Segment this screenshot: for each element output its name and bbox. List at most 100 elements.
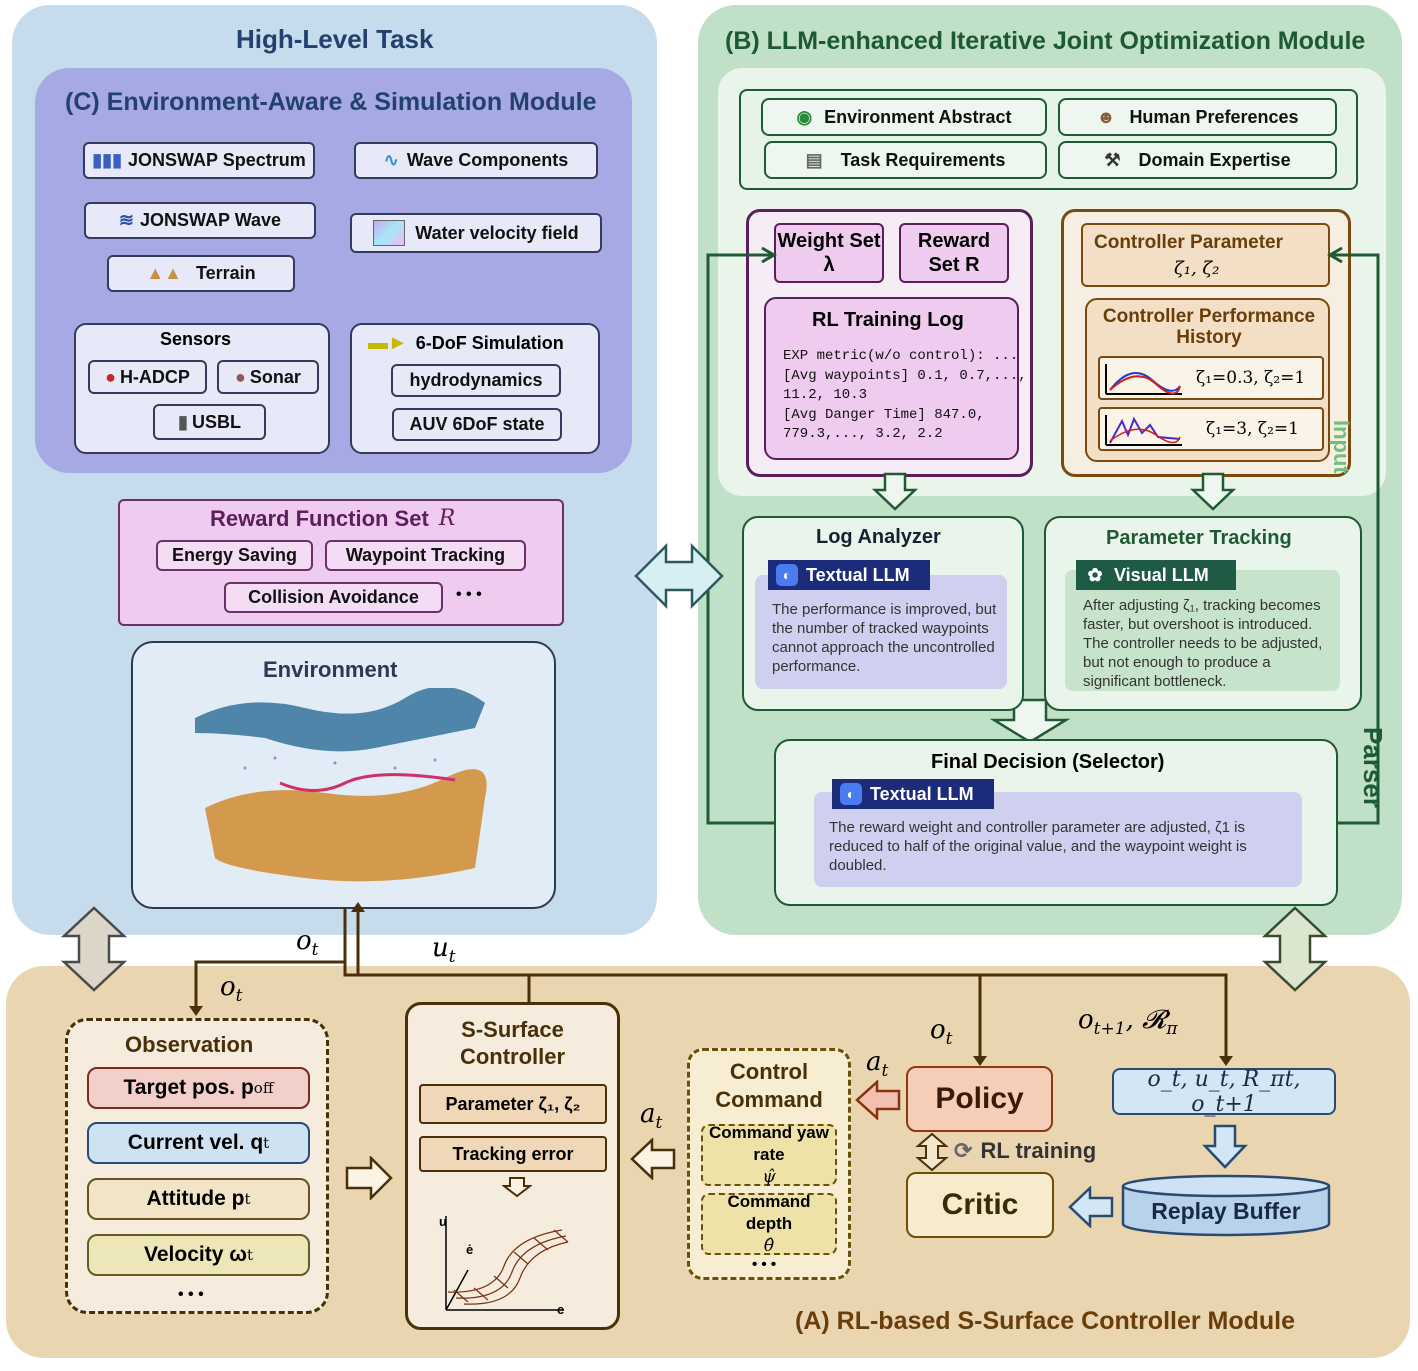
auv-icon: ▬►	[368, 332, 408, 354]
spectrum-icon: ▮▮▮	[92, 150, 122, 170]
reward-more: • • •	[456, 586, 482, 603]
rl-training-label: ⟳RL training	[954, 1138, 1097, 1163]
parameter-tracking-text: After adjusting ζ₁, tracking becomes fas…	[1065, 570, 1340, 691]
module-b-title: (B) LLM-enhanced Iterative Joint Optimiz…	[725, 27, 1366, 55]
history-plot-label: ζ₁=0.3, ζ₂=1	[1196, 368, 1306, 388]
globe-icon: ◉	[796, 106, 813, 127]
s-surface-parameter-box: Parameter ζ₁, ζ₂	[419, 1084, 607, 1124]
environment-abstract-box: ◉Environment Abstract	[761, 98, 1047, 136]
double-arrow-icon	[634, 542, 724, 610]
history-chart	[1105, 364, 1182, 395]
final-decision-title: Final Decision (Selector)	[931, 751, 1165, 773]
axis-e-label: e	[557, 1302, 565, 1317]
performance-history-title: Controller Performance History	[1102, 306, 1316, 348]
double-arrow-icon	[1262, 906, 1328, 992]
tracking-error-box: Tracking error	[419, 1136, 607, 1172]
history-chart	[1105, 415, 1182, 446]
history-plot: ζ₁=3, ζ₂=1	[1098, 407, 1324, 451]
openai-logo-icon: ✿	[1087, 564, 1103, 585]
right-arrow-icon	[345, 1156, 393, 1200]
wave-components-box: ∿Wave Components	[354, 142, 598, 179]
reward-set-box: Reward Set R	[899, 223, 1009, 283]
jonswap-spectrum-box: ▮▮▮JONSWAP Spectrum	[83, 142, 315, 179]
signal-u-label: ut	[432, 933, 456, 968]
hydrodynamics-box: hydrodynamics	[391, 364, 561, 397]
wave-surface-icon: ≋	[118, 210, 135, 230]
axis-u-label: u	[439, 1214, 447, 1229]
jonswap-wave-box: ≋JONSWAP Wave	[84, 202, 316, 239]
down-arrow-icon	[1190, 472, 1236, 511]
rl-log-lines: EXP metric(w/o control): ...[Avg waypoin…	[783, 348, 1027, 442]
log-analyzer-title: Log Analyzer	[816, 526, 941, 548]
document-icon: ▤	[805, 149, 823, 170]
left-arrow-icon	[1068, 1186, 1114, 1228]
down-arrow-icon	[872, 472, 918, 511]
weight-set-box: Weight Set λ	[774, 223, 884, 283]
reward-item: Collision Avoidance	[224, 582, 443, 613]
terrain-icon: ▲▲	[146, 263, 182, 283]
signal-o-label: ot	[296, 926, 319, 961]
observation-title: Observation	[125, 1032, 254, 1057]
rl-training-log-title: RL Training Log	[812, 309, 964, 331]
usbl-icon: ▮	[178, 411, 188, 432]
left-arrow-icon	[855, 1080, 901, 1120]
observation-more: • • •	[178, 1286, 204, 1303]
human-preferences-box: ☻Human Preferences	[1058, 98, 1337, 136]
double-vertical-arrow-icon	[915, 1132, 949, 1172]
controller-parameter-box	[1081, 223, 1330, 287]
sonar-icon: ●	[235, 366, 246, 387]
task-requirements-box: ▤Task Requirements	[764, 141, 1047, 179]
axis-edot-label: ė	[466, 1242, 474, 1257]
transition-tuple-box: o_t, u_t, R_πt, o_t+1	[1112, 1067, 1336, 1117]
down-arrow-icon	[502, 1177, 532, 1198]
history-plot: ζ₁=0.3, ζ₂=1	[1098, 356, 1324, 400]
simulation-title: ▬►6-DoF Simulation	[368, 332, 564, 354]
policy-box: Policy	[906, 1066, 1053, 1132]
signal-o-label: ot	[220, 972, 243, 1007]
tools-icon: ⚒	[1104, 149, 1121, 170]
control-command-more: • • •	[752, 1256, 777, 1273]
wave-icon: ∿	[383, 150, 399, 170]
left-arrow-icon	[630, 1138, 676, 1180]
refresh-icon: ⟳	[954, 1138, 973, 1163]
environment-title: Environment	[263, 657, 398, 682]
signal-next-label: ot+1, 𝓡π	[1078, 1005, 1178, 1040]
velocity-field-icon	[373, 220, 406, 246]
module-a-title: (A) RL-based S-Surface Controller Module	[795, 1307, 1296, 1335]
environment-illustration	[195, 688, 487, 882]
llm-logo-icon: ◐	[776, 564, 798, 586]
double-arrow-icon	[61, 906, 127, 992]
controller-parameter-symbols: ζ₁, ζ₂	[1174, 258, 1220, 279]
person-icon: ☻	[1096, 106, 1116, 127]
signal-o-label: ot	[930, 1015, 953, 1050]
auv-state-box: AUV 6DoF state	[392, 408, 562, 441]
s-surface-plot	[445, 1216, 569, 1311]
high-level-title: High-Level Task	[236, 24, 434, 54]
domain-expertise-box: ⚒Domain Expertise	[1058, 141, 1337, 179]
visual-llm-tag: ✿Visual LLM	[1076, 560, 1236, 590]
s-surface-title: S-Surface Controller	[459, 1017, 566, 1069]
textual-llm-tag: ◐Textual LLM	[768, 560, 930, 590]
reward-item: Waypoint Tracking	[325, 540, 526, 571]
water-velocity-box: Water velocity field	[350, 213, 602, 253]
sensors-title: Sensors	[160, 329, 232, 349]
llm-logo-icon: ◐	[840, 783, 862, 805]
feedback-lines	[706, 246, 1380, 825]
history-plot-label: ζ₁=3, ζ₂=1	[1206, 419, 1299, 439]
hadcp-icon: ●	[105, 366, 116, 387]
rl-training-log-box	[764, 297, 1019, 460]
signal-a-label: at	[866, 1047, 889, 1082]
final-decision-text: The reward weight and controller paramet…	[814, 792, 1302, 887]
parameter-tracking-title: Parameter Tracking	[1106, 527, 1292, 549]
usbl-box: ▮USBL	[153, 404, 266, 440]
textual-llm-tag: ◐Textual LLM	[832, 779, 994, 809]
replay-buffer-cylinder	[1121, 1174, 1331, 1237]
down-arrow-icon	[1202, 1124, 1248, 1169]
